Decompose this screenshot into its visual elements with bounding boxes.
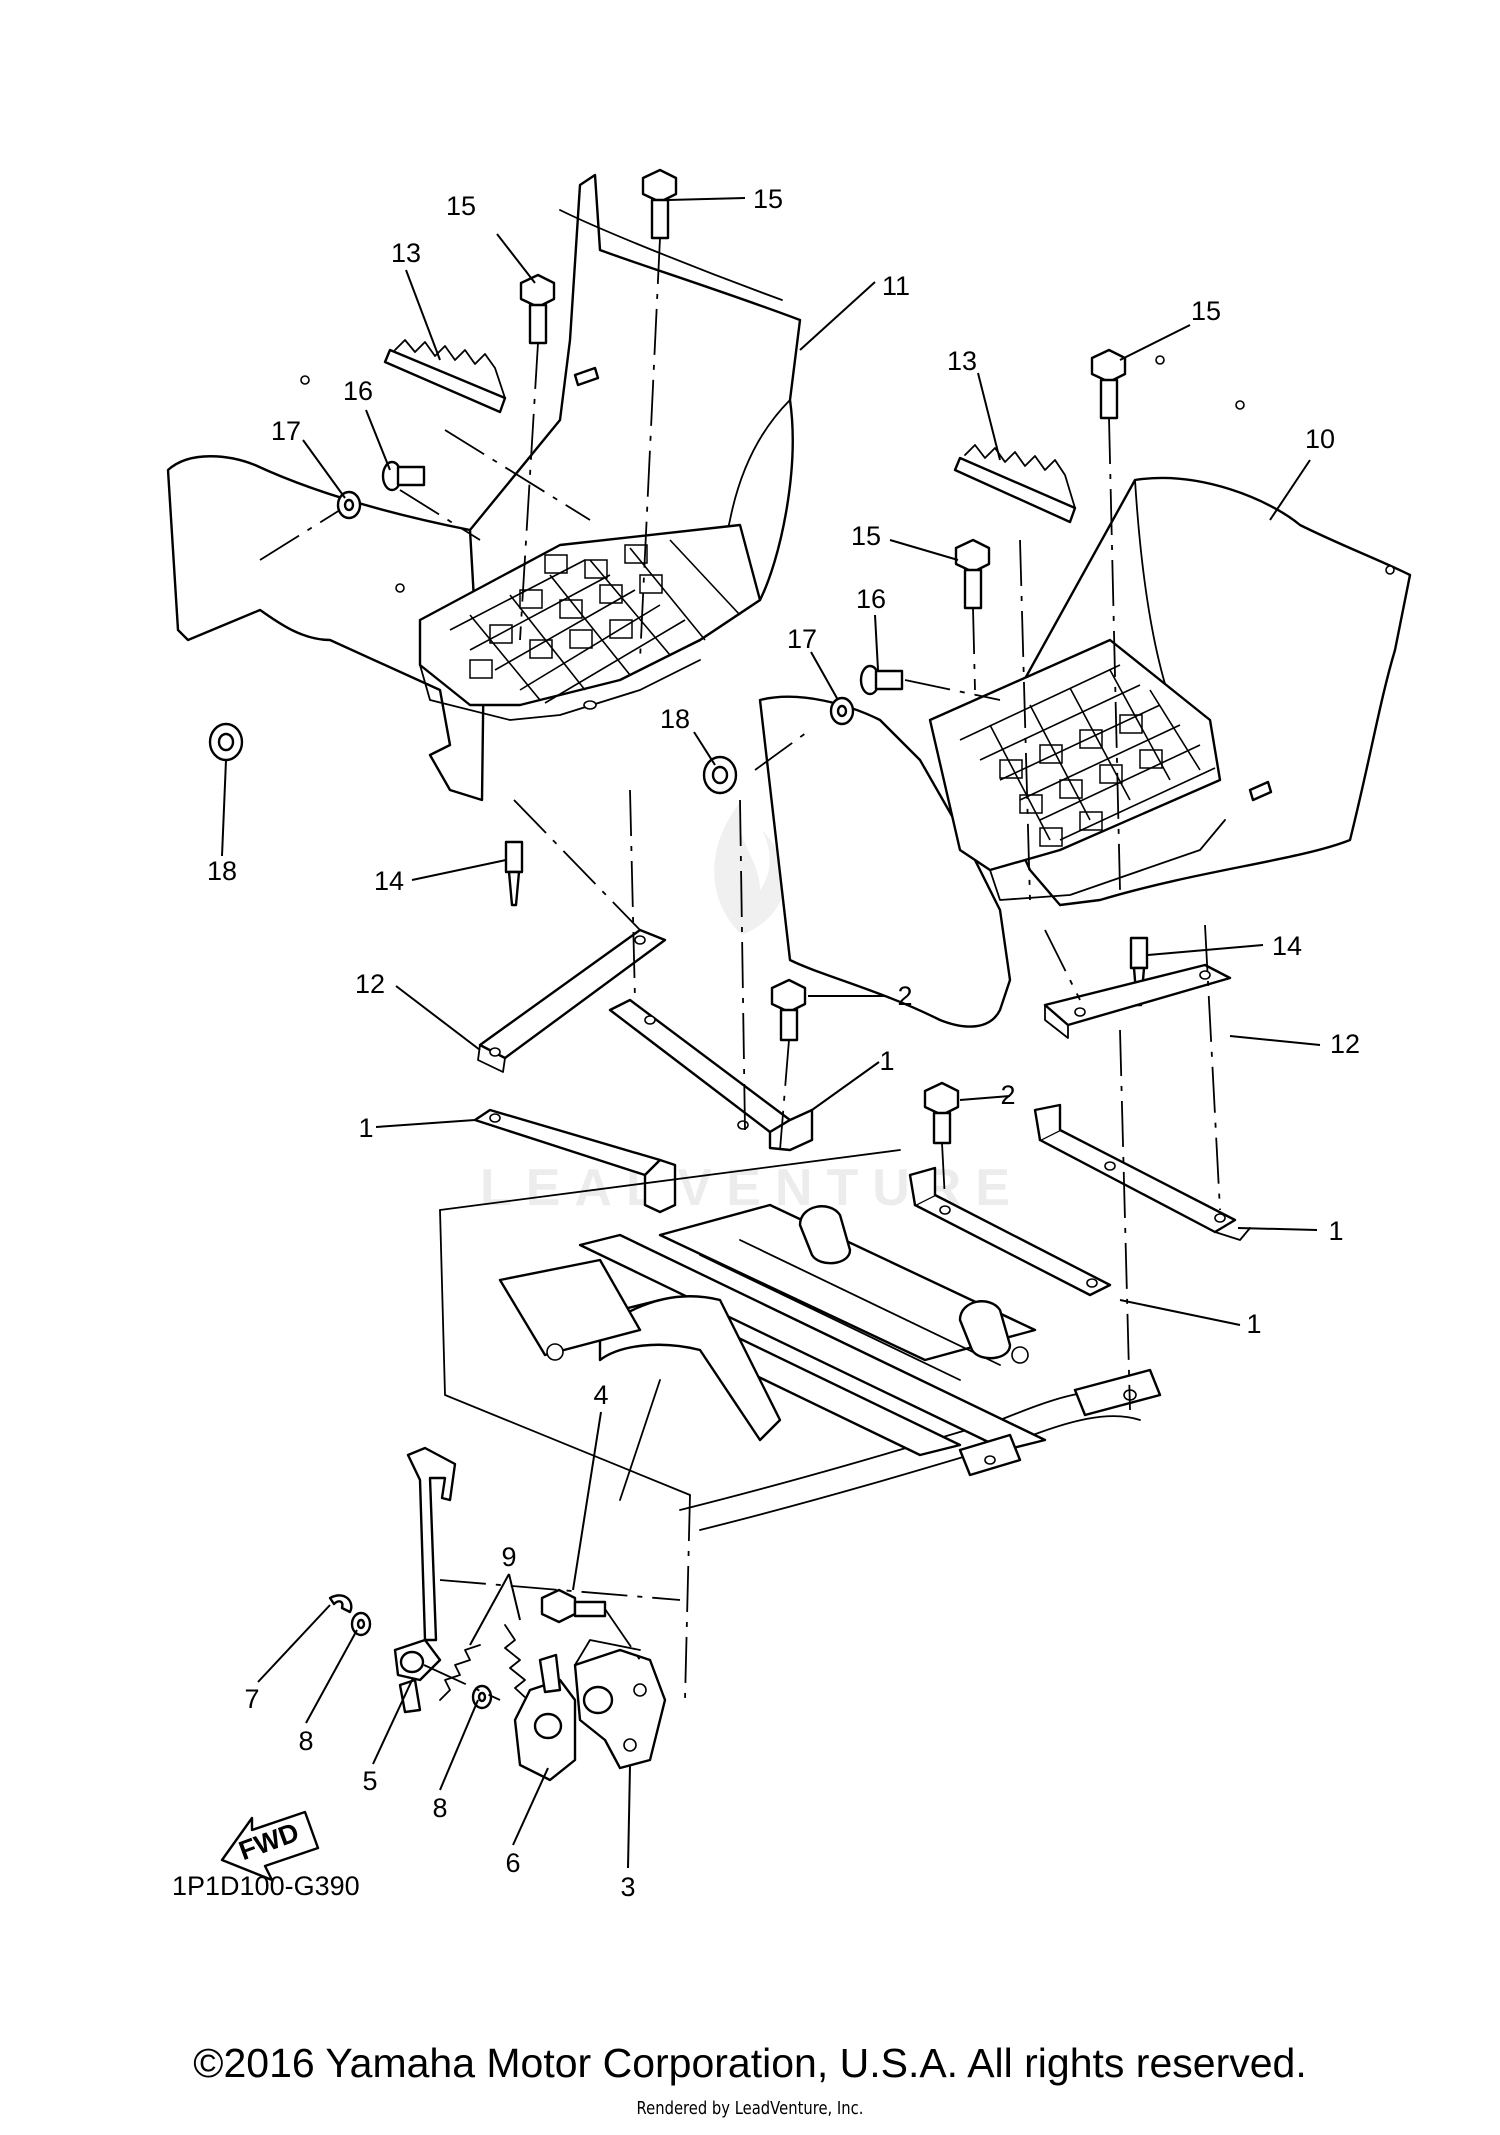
callout-16: 16 (343, 376, 373, 406)
callout-labels: 15 15 13 16 17 11 15 13 10 15 16 17 18 1… (207, 184, 1360, 1902)
callout-12: 12 (1330, 1029, 1360, 1059)
callout-15: 15 (1191, 296, 1221, 326)
callout-8: 8 (298, 1726, 313, 1756)
callout-2: 2 (897, 981, 912, 1011)
bolt-15-a (641, 168, 678, 240)
callout-8: 8 (432, 1793, 447, 1823)
callout-15: 15 (851, 521, 881, 551)
callout-5: 5 (362, 1766, 377, 1796)
rivet-14-left (504, 840, 524, 907)
callout-1: 1 (1246, 1309, 1261, 1339)
footrest-board-left (166, 173, 802, 802)
callout-2: 2 (1000, 1080, 1015, 1110)
clip-7 (328, 1594, 353, 1614)
copyright-notice: ©2016 Yamaha Motor Corporation, U.S.A. A… (193, 2040, 1307, 2086)
brake-pedal-5 (393, 1446, 457, 1714)
bolt-15-b (519, 273, 556, 345)
footrest-board-right (758, 355, 1412, 1028)
callout-14: 14 (1272, 931, 1302, 961)
frame-section (439, 1149, 1162, 1531)
callout-17: 17 (271, 416, 301, 446)
callout-1: 1 (879, 1046, 894, 1076)
bracket-1-d (1033, 1103, 1251, 1241)
callout-3: 3 (620, 1872, 635, 1902)
bracket-12-left (477, 928, 667, 1073)
callout-13: 13 (947, 346, 977, 376)
callout-14: 14 (374, 866, 404, 896)
callout-16: 16 (856, 584, 886, 614)
nut-18-left (208, 722, 244, 762)
fwd-arrow: FWD (220, 1810, 320, 1882)
callout-17: 17 (787, 624, 817, 654)
nut-18-right (702, 755, 738, 795)
washer-17-left (336, 490, 362, 520)
callout-1: 1 (358, 1113, 373, 1143)
footrest-plate-right (953, 444, 1077, 524)
callout-9: 9 (501, 1542, 516, 1572)
part-code: 1P1D100-G390 (172, 1871, 360, 1901)
callout-15: 15 (446, 191, 476, 221)
screw-16-right (859, 664, 904, 696)
washer-8-a (350, 1611, 372, 1637)
bracket-1-c (908, 1166, 1112, 1297)
leader-lines (221, 197, 1321, 1869)
callout-4: 4 (593, 1380, 608, 1410)
bolt-15-d (954, 538, 991, 610)
callout-15: 15 (753, 184, 783, 214)
callout-18: 18 (207, 856, 237, 886)
bracket-1-b (473, 1108, 677, 1214)
bracket-12-right (1043, 963, 1232, 1039)
bolt-4 (540, 1588, 607, 1624)
callout-11: 11 (882, 271, 910, 301)
bolt-2-a (770, 978, 807, 1042)
callout-7: 7 (244, 1684, 259, 1714)
springs-9 (439, 1624, 529, 1701)
callout-6: 6 (505, 1848, 520, 1878)
lever-6 (513, 1653, 577, 1782)
bolt-2-b (923, 1081, 960, 1145)
callout-12: 12 (355, 969, 385, 999)
lever-3 (573, 1639, 667, 1770)
callout-10: 10 (1305, 424, 1335, 454)
callout-1: 1 (1328, 1216, 1343, 1246)
screw-16-left (381, 460, 426, 492)
callout-18: 18 (660, 704, 690, 734)
callout-13: 13 (391, 238, 421, 268)
assembly-lines (259, 237, 1221, 1701)
rendered-by-notice: Rendered by LeadVenture, Inc. (636, 2098, 864, 2119)
washer-17-right (829, 696, 855, 726)
footrest-plate-left (383, 339, 507, 414)
bolt-15-c (1090, 348, 1127, 420)
